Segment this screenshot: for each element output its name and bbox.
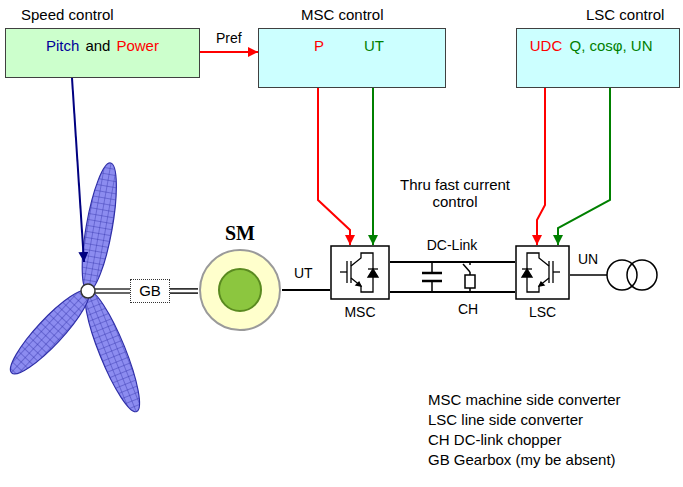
control-box: P UT — [258, 28, 446, 88]
part-name: MSC — [330, 304, 390, 320]
converter-box: LSC — [515, 245, 570, 320]
signal-name: P — [314, 37, 324, 54]
block-heading: MSC control — [258, 5, 446, 28]
block-heading: Speed control — [5, 5, 200, 28]
rotor-shaft — [90, 292, 130, 294]
transformer-symbol — [607, 260, 657, 290]
part-name: SM — [198, 222, 282, 248]
shaft-line — [170, 288, 198, 294]
rotor-blade — [2, 282, 97, 382]
generator-symbol — [198, 248, 282, 332]
legend-entry: CH DC-link chopper — [428, 430, 621, 450]
signal-label: UT — [294, 265, 313, 282]
part-name: LSC — [515, 304, 570, 320]
rotor-blade — [76, 286, 149, 416]
control-block: Speed controlPitch and Power — [5, 5, 200, 78]
signal-name: UDC — [530, 37, 563, 54]
connector — [282, 289, 330, 291]
control-block: LSC controlUDC Q, cosφ, UN — [516, 5, 680, 88]
control-block: MSC controlP UT — [258, 5, 446, 88]
block-heading: LSC control — [516, 5, 680, 28]
annotation-label: CH — [458, 301, 478, 318]
connector — [200, 51, 258, 53]
shaft-core — [170, 290, 198, 293]
signal-name: and — [85, 37, 110, 54]
igbt-symbol — [330, 245, 390, 300]
converter-box: MSC — [330, 245, 390, 320]
part-name: GB — [139, 282, 161, 299]
rotor-shaft — [90, 288, 130, 290]
control-box: UDC Q, cosφ, UN — [516, 28, 680, 88]
grid-wire — [570, 274, 607, 276]
legend-entry: MSC machine side converter — [428, 390, 621, 410]
signal-label: Pref — [216, 30, 242, 47]
signal-name: Pitch — [46, 37, 79, 54]
igbt-symbol — [515, 245, 570, 300]
signal-name: Q, cosφ, UN — [569, 37, 652, 54]
connector — [537, 88, 545, 245]
generator: SM — [198, 222, 282, 332]
signal-name: Power — [116, 37, 159, 54]
annotation-label: Thru fast current control — [380, 176, 530, 210]
legend-entry: GB Gearbox (my be absent) — [428, 450, 621, 470]
gearbox-box: GB — [130, 279, 170, 303]
connector — [390, 261, 515, 263]
wind-rotor — [2, 161, 149, 417]
connector — [372, 88, 374, 245]
dc-link-capacitor — [422, 262, 442, 292]
connector — [390, 291, 515, 293]
legend: MSC machine side converterLSC line side … — [428, 390, 621, 470]
annotation-label: UN — [578, 251, 598, 268]
legend-entry: LSC line side converter — [428, 410, 621, 430]
pitch-arrow — [72, 78, 84, 262]
rotor-hub — [81, 284, 95, 298]
annotation-label: DC-Link — [427, 237, 478, 254]
signal-name: UT — [364, 37, 384, 54]
chopper-symbol — [463, 262, 475, 292]
connector — [558, 88, 610, 245]
control-box: Pitch and Power — [5, 28, 200, 78]
connector — [318, 88, 350, 245]
